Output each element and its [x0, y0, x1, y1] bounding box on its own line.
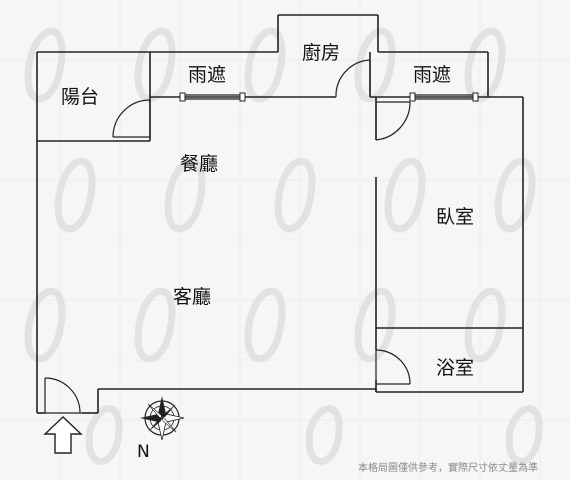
- door-entrance: [44, 377, 82, 414]
- room-label-kitchen: 廚房: [302, 41, 340, 64]
- room-label-bedroom: 臥室: [436, 206, 474, 228]
- door-balcony: [112, 99, 151, 138]
- watermark-pattern: [24, 27, 543, 465]
- door-bathroom: [375, 349, 411, 385]
- room-label-rain-cover-right: 雨遮: [413, 64, 451, 86]
- door-bedroom: [375, 101, 411, 141]
- doors: [44, 59, 411, 414]
- window-rain-cover-left: [179, 92, 246, 102]
- room-label-living-room: 客廳: [173, 286, 211, 308]
- compass-north-label: N: [137, 442, 150, 462]
- disclaimer-note: 本格局圖僅供參考，實際尺寸依丈量為準: [358, 461, 538, 474]
- compass-rose-icon: [140, 396, 185, 441]
- room-label-rain-cover-left: 雨遮: [188, 64, 226, 86]
- door-kitchen: [335, 59, 371, 98]
- entrance-arrow-icon: [43, 416, 83, 454]
- window-rain-cover-right: [409, 92, 479, 102]
- room-label-dining-room: 餐廳: [180, 153, 218, 175]
- room-label-bathroom: 浴室: [436, 357, 474, 379]
- windows: [179, 92, 479, 102]
- room-label-balcony: 陽台: [61, 86, 99, 108]
